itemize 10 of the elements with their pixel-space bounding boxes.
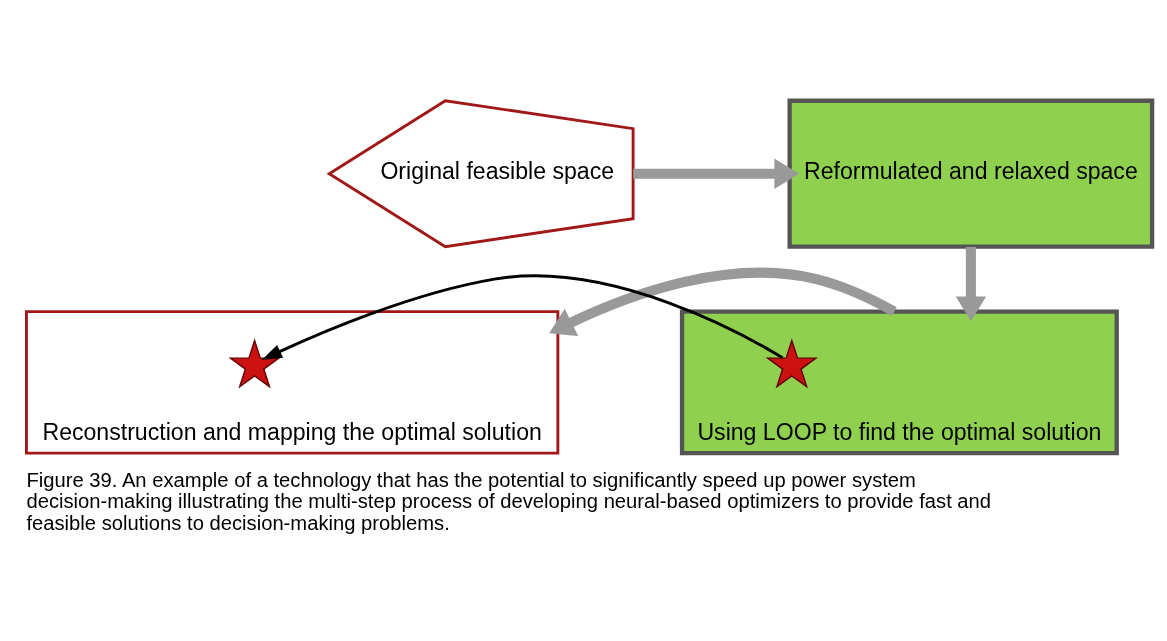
node-box: Reformulated and relaxed space [787,98,1155,249]
arrow [549,267,897,336]
node-star [228,337,281,389]
node-star [765,337,819,389]
arrow [633,158,800,189]
arrow [955,246,987,321]
caption: Figure 39. An example of a technology that has the potential to significantly speed up power system decision-making illustrating the multi-step process of developing neural-based optimizers to provide fast and feasible solutions to decision-making problems. [26,468,992,534]
arrow [261,274,784,360]
cluster: Using LOOP to find the optimal solution [679,308,1119,455]
cluster: Reconstruction and mapping the optimal solution [25,309,560,455]
